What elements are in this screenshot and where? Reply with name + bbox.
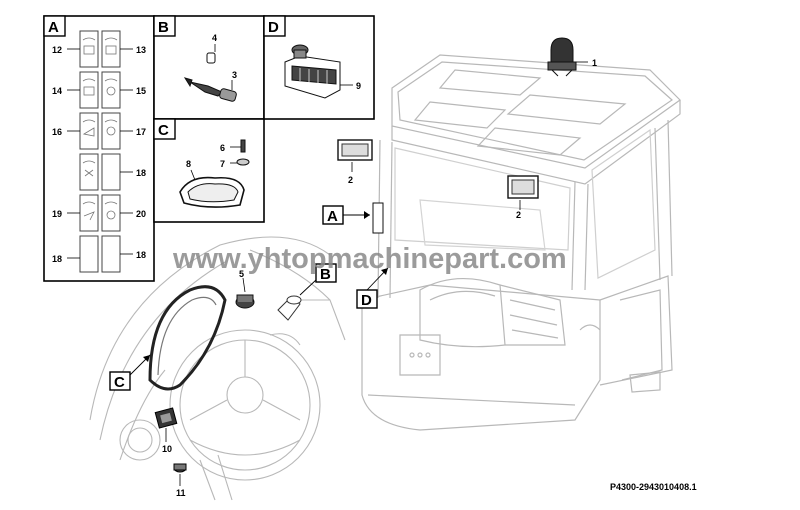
panel-a-item-14: 14 [52,86,62,96]
view-marker-d-label: D [361,292,372,309]
panel-a-item-15: 15 [136,86,146,96]
watermark: www.yhtopmachinepart.com [172,243,567,275]
panel-c: C 6 7 8 [153,118,265,223]
panel-a-item-12: 12 [52,45,62,55]
callout-lamp-left: 2 [348,175,353,185]
panel-b: B 4 3 [153,15,265,120]
panel-a-item-20: 20 [136,209,146,219]
panel-c-letter: C [158,122,169,139]
panel-d-letter: D [268,19,279,36]
view-marker-b-label: B [320,266,331,283]
label-plate [372,202,384,234]
panel-c-item-6: 6 [220,143,225,153]
view-marker-b [315,263,337,283]
panel-a-item-18-lower-left: 18 [52,254,62,264]
knob-part [173,463,187,486]
panel-d-item-9: 9 [356,81,361,91]
panel-a-item-17: 17 [136,127,146,137]
panel-b-letter: B [158,19,169,36]
callout-switch: 10 [162,444,172,454]
beacon-part [547,37,588,77]
lever-part [277,295,302,321]
panel-c-item-7: 7 [220,159,225,169]
panel-d: D 9 [263,15,375,120]
panel-b-item-4: 4 [212,33,217,43]
panel-a-item-18-lower-right: 18 [136,250,146,260]
dashboard-drawing [89,236,346,501]
view-marker-a-label: A [327,208,338,225]
switch-part [154,407,178,442]
instrument-cluster [148,285,227,391]
panel-a: A 12 13 [43,15,155,282]
panel-a-item-13: 13 [136,45,146,55]
callout-knob: 11 [176,488,186,498]
panel-c-item-8: 8 [186,159,191,169]
work-lamp-right [507,175,539,210]
panel-b-item-3: 3 [232,70,237,80]
reference-code: P4300-2943010408.1 [610,482,697,492]
callout-socket: 5 [239,269,244,279]
socket-part [235,277,255,309]
cab-drawing [361,54,681,431]
panel-a-letter: A [48,19,59,36]
work-lamp-left [337,139,373,172]
callout-beacon: 1 [592,58,597,68]
panel-a-item-19: 19 [52,209,62,219]
view-marker-c [109,371,131,391]
panel-a-item-16: 16 [52,127,62,137]
callout-lamp-right: 2 [516,210,521,220]
view-marker-c-label: C [114,374,125,391]
panel-a-item-18-upper: 18 [136,168,146,178]
